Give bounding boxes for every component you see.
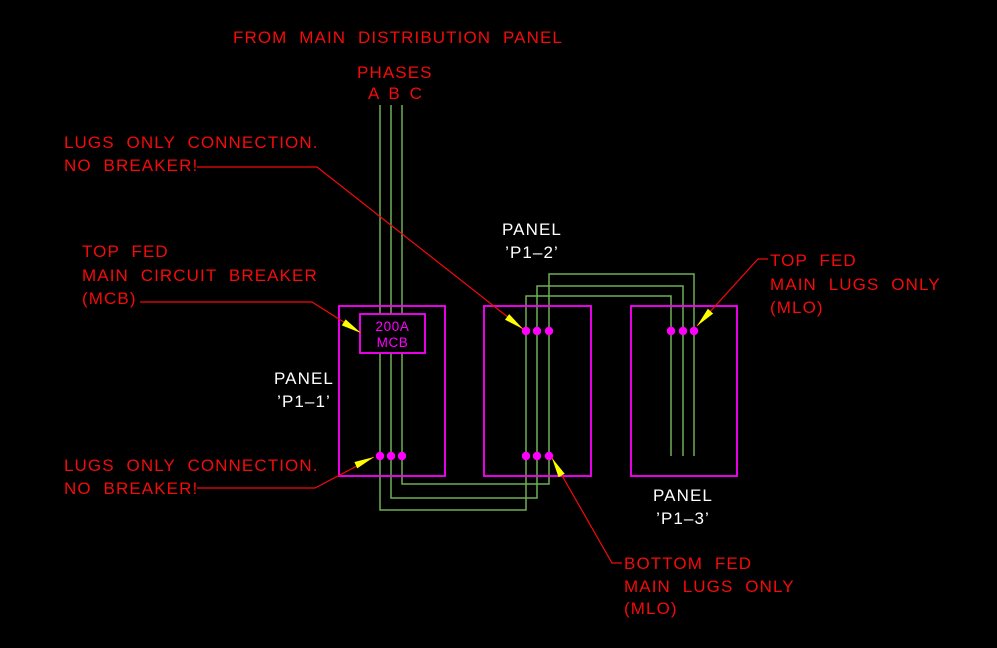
panel-p1-2-outline <box>483 305 592 477</box>
callout-line: TOP FED <box>82 242 169 261</box>
panel-id: ’P1–1’ <box>277 392 331 411</box>
panel-name: PANEL <box>502 220 562 239</box>
callout-line: (MCB) <box>82 289 137 308</box>
callout-bottom-fed-mlo: BOTTOM FED MAIN LUGS ONLY (MLO) <box>624 553 795 621</box>
mcb-box <box>359 313 426 354</box>
breaker-rating: 200A <box>375 319 410 334</box>
panel-p1-1-label: PANEL ’P1–1’ <box>259 367 349 413</box>
lug-dot <box>386 451 396 461</box>
callout-line: (MLO) <box>624 599 678 618</box>
lug-dot <box>689 326 699 336</box>
lug-dot <box>521 451 531 461</box>
p1-2-top-lugs <box>521 326 554 336</box>
panel-name: PANEL <box>653 486 713 505</box>
phase-wires <box>379 105 695 511</box>
lug-dot <box>521 326 531 336</box>
arrowhead-icon <box>354 457 374 469</box>
lug-dot <box>544 451 554 461</box>
callout-line: MAIN LUGS ONLY <box>624 576 795 596</box>
lug-dot <box>532 326 542 336</box>
panel-p1-1-outline <box>338 305 446 477</box>
callout-line: (MLO) <box>770 298 824 317</box>
panel-id: ’P1–3’ <box>656 509 710 528</box>
arrowhead-icon <box>697 308 714 326</box>
drawing-title: FROM MAIN DISTRIBUTION PANEL <box>233 28 563 47</box>
leader-arrowheads <box>341 308 714 478</box>
p1-2-bottom-lugs <box>521 451 554 461</box>
leader-top-fed-mlo <box>696 258 768 327</box>
lug-dot <box>397 451 407 461</box>
arrowhead-icon <box>552 458 565 478</box>
callout-line: MAIN CIRCUIT BREAKER <box>82 265 318 285</box>
callout-top-fed-mlo: TOP FED MAIN LUGS ONLY (MLO) <box>770 249 941 320</box>
arrowhead-icon <box>505 314 523 329</box>
callout-line: LUGS ONLY CONNECTION. <box>64 133 319 152</box>
p1-1-bottom-lugs <box>375 451 407 461</box>
callout-line: BOTTOM FED <box>624 554 753 573</box>
mcb-rating-label: 200A MCB <box>360 319 425 351</box>
lug-dot <box>544 326 554 336</box>
phases-label: PHASES <box>357 63 433 82</box>
lug-dot <box>666 326 676 336</box>
callout-line: TOP FED <box>770 251 857 270</box>
phase-b-wire <box>390 105 684 499</box>
callout-line: NO BREAKER! <box>64 155 199 175</box>
panel-p1-2-label: PANEL ’P1–2’ <box>487 218 577 264</box>
panel-name: PANEL <box>274 369 334 388</box>
lug-dot <box>532 451 542 461</box>
panel-outlines <box>338 305 738 477</box>
phase-a-wire <box>379 105 672 511</box>
arrowhead-icon <box>341 319 361 333</box>
phase-letters-label: A B C <box>368 84 423 103</box>
panel-p1-3-label: PANEL ’P1–3’ <box>638 484 728 530</box>
leader-lugs-only-bottom <box>197 456 375 489</box>
breaker-type: MCB <box>376 335 409 350</box>
leader-lugs-only-top <box>197 166 524 330</box>
callout-line: NO BREAKER! <box>64 479 199 498</box>
lug-dot <box>375 451 385 461</box>
panel-id: ’P1–2’ <box>505 243 559 262</box>
panel-p1-3-outline <box>630 305 738 477</box>
callout-lugs-only-bottom: LUGS ONLY CONNECTION. NO BREAKER! <box>64 454 319 500</box>
callout-lugs-only-top: LUGS ONLY CONNECTION. NO BREAKER! <box>64 132 319 177</box>
callout-line: LUGS ONLY CONNECTION. <box>64 456 319 475</box>
phase-c-wire <box>401 105 695 485</box>
p1-3-top-lugs <box>666 326 699 336</box>
callout-line: MAIN LUGS ONLY <box>770 274 941 294</box>
leader-bottom-fed-mlo <box>551 457 622 564</box>
callout-top-fed-mcb: TOP FED MAIN CIRCUIT BREAKER (MCB) <box>82 240 318 311</box>
lug-dot <box>678 326 688 336</box>
